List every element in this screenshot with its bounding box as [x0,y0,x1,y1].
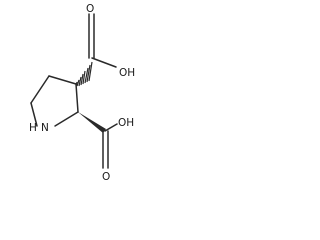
bond-ring-c2-n [54,111,79,127]
atom-label-n: N [41,122,49,134]
molecule-diagram: O OH N H OH O [29,3,135,183]
atom-label-o-top: O [86,3,94,15]
solid-wedge-bond [78,112,106,133]
bond-ring-c5-c4 [30,75,50,104]
hashed-wedge-bond [75,61,93,87]
bond-ring-n-c5 [30,102,38,127]
bond-ring-c4-c3 [48,75,77,85]
atom-label-oh-bottom: OH [118,117,134,129]
atom-label-h: H [29,122,37,134]
atom-label-o-bottom: O [102,171,110,183]
bond-ring-c3-c2 [75,83,79,113]
bond-upper-c-oh [91,57,117,68]
bond-lower-c-oh [104,123,118,132]
atom-label-oh-top: OH [119,67,135,79]
